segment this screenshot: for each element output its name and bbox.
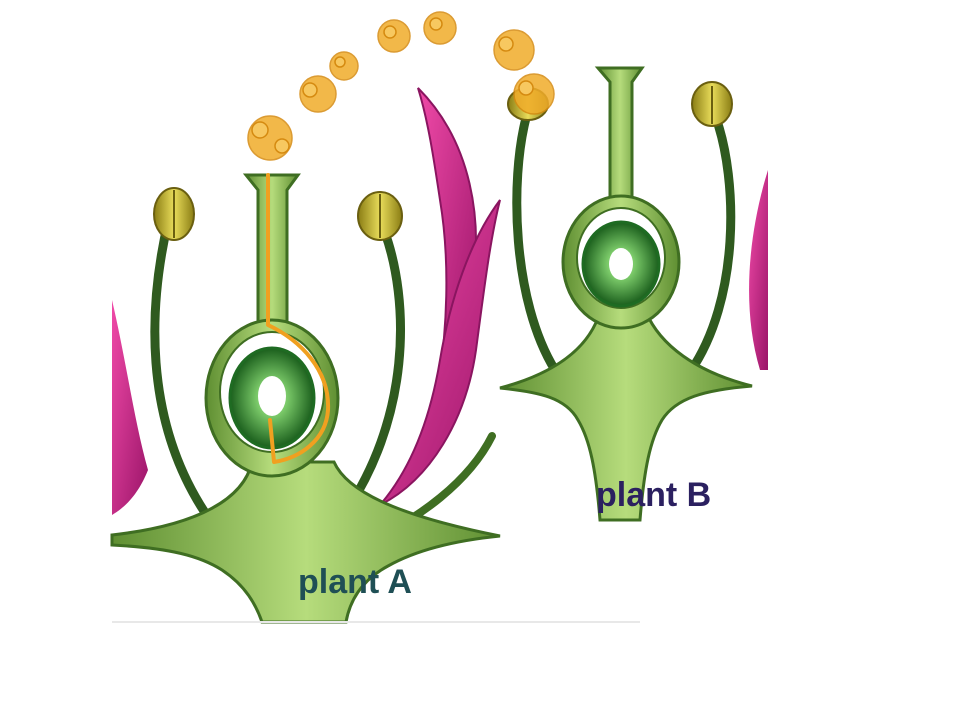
pollen-grain — [377, 19, 411, 53]
pollen-grain — [299, 75, 337, 113]
pollen-grain — [493, 29, 535, 71]
plant-b-petal-right — [749, 170, 768, 370]
pollen-grain — [423, 11, 457, 45]
plant-a-label: plant A — [298, 563, 412, 601]
plant-a-pollen-tube — [266, 173, 331, 464]
plant-b-filament-right — [685, 113, 736, 377]
plant-b-style — [594, 66, 645, 202]
plant-a-style — [242, 173, 301, 332]
plant-a-anther-left — [153, 187, 195, 241]
pollen-grain — [513, 73, 555, 115]
plant-b-label: plant B — [596, 476, 712, 514]
plant-b-flower — [499, 66, 768, 522]
pollen-grain — [329, 51, 359, 81]
pollen-grains — [247, 11, 555, 161]
plant-b-filament-left — [512, 113, 560, 375]
plant-a-filament-right — [335, 225, 406, 525]
plant-b-anther-right — [691, 81, 733, 127]
plant-b-receptacle — [499, 310, 753, 522]
pollen-grain — [247, 115, 293, 161]
plant-a-filament-left — [150, 217, 215, 525]
plant-a-petal-left — [112, 300, 148, 515]
plant-a-anther-right — [357, 191, 403, 241]
plant-a-flower — [110, 87, 501, 624]
